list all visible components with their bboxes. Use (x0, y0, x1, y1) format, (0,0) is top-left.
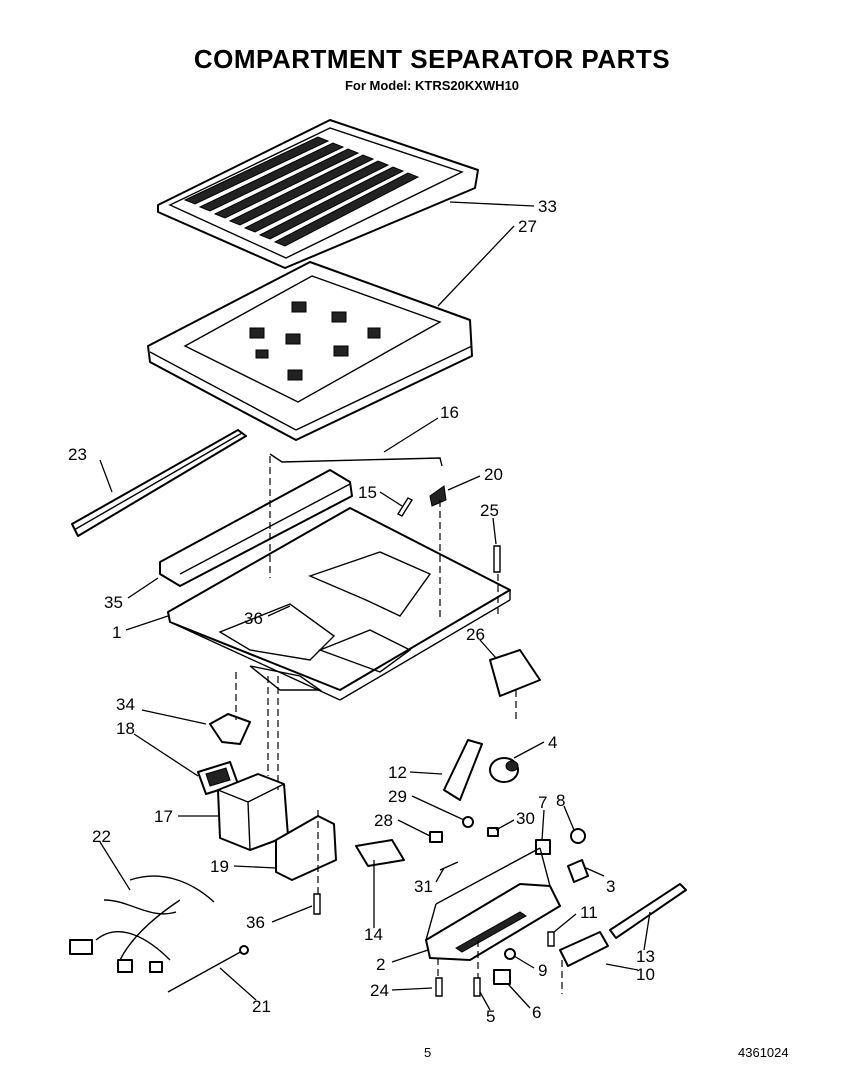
model-line: For Model: KTRS20KXWH10 (344, 78, 520, 93)
part-8-gear (570, 828, 586, 844)
part-2-damper-housing (425, 847, 561, 961)
part-11-screw (547, 931, 555, 947)
part-13-rod (609, 883, 687, 939)
callout-27: 27 (518, 217, 537, 236)
part-14-baffle (355, 839, 405, 867)
page-number: 5 (424, 1045, 432, 1060)
callout-15: 15 (358, 483, 377, 502)
part-25-screw (493, 545, 501, 573)
callout-31: 31 (414, 877, 433, 896)
part-24-screw (435, 977, 443, 997)
part-9-washer (504, 948, 516, 960)
callout-28: 28 (374, 811, 393, 830)
callout-9: 9 (538, 961, 547, 980)
document-number: 4361024 (738, 1045, 789, 1060)
callout-29: 29 (388, 787, 407, 806)
callout-7: 7 (538, 793, 547, 812)
callout-24: 24 (370, 981, 389, 1000)
part-4-damper-motor (489, 757, 519, 783)
callout-33: 33 (538, 197, 557, 216)
callout-5: 5 (486, 1007, 495, 1026)
part-28-clip (429, 831, 443, 843)
callout-2: 2 (376, 955, 385, 974)
part-26-insulation (489, 649, 541, 697)
callout-13: 13 (636, 947, 655, 966)
part-29-fastener (462, 816, 474, 828)
callout-14: 14 (364, 925, 383, 944)
callout-34: 34 (116, 695, 135, 714)
callout-12: 12 (388, 763, 407, 782)
part-1-separator-pan (167, 507, 511, 701)
part-30-tab (487, 827, 499, 837)
callout-36-upper: 36 (244, 609, 263, 628)
part-6-block (493, 969, 511, 985)
page-title: COMPARTMENT SEPARATOR PARTS (193, 44, 671, 74)
callout-labels: 33 27 16 23 20 15 25 35 36 1 26 34 18 4 … (68, 197, 655, 1026)
part-35-channel (159, 469, 353, 587)
callout-17: 17 (154, 807, 173, 826)
part-36-screw-lower (313, 893, 321, 915)
callout-23: 23 (68, 445, 87, 464)
callout-21: 21 (252, 997, 271, 1016)
part-3-clip (567, 859, 589, 883)
part-15-bracket (396, 497, 414, 517)
callout-3: 3 (606, 877, 615, 896)
callout-25: 25 (480, 501, 499, 520)
callout-19: 19 (210, 857, 229, 876)
part-21-sensor (167, 945, 249, 993)
part-22-wiring-harness (69, 875, 215, 973)
callout-1: 1 (112, 623, 121, 642)
callout-30: 30 (516, 809, 535, 828)
callout-6: 6 (532, 1003, 541, 1022)
part-10-heater (559, 931, 609, 967)
part-31-spring (439, 861, 459, 871)
callout-26: 26 (466, 625, 485, 644)
callout-8: 8 (556, 791, 565, 810)
part-20-clip (429, 485, 447, 507)
part-7-actuator (535, 839, 551, 855)
part-27-frame (147, 261, 473, 441)
part-5-screw (473, 977, 481, 997)
part-34-knob (209, 713, 251, 745)
part-12-bracket (443, 739, 483, 801)
assembly-dashed-lines (235, 456, 563, 994)
callout-22: 22 (92, 827, 111, 846)
callout-18: 18 (116, 719, 135, 738)
part-16-rod (269, 453, 443, 467)
callout-11: 11 (580, 903, 598, 922)
part-33-grille-shelf (157, 119, 479, 269)
leader-lines (99, 201, 651, 1011)
callout-16: 16 (440, 403, 459, 422)
callout-35: 35 (104, 593, 123, 612)
callout-36-lower: 36 (246, 913, 265, 932)
callout-4: 4 (548, 733, 557, 752)
part-23-strip (71, 429, 247, 537)
callout-20: 20 (484, 465, 503, 484)
callout-10: 10 (636, 965, 655, 984)
